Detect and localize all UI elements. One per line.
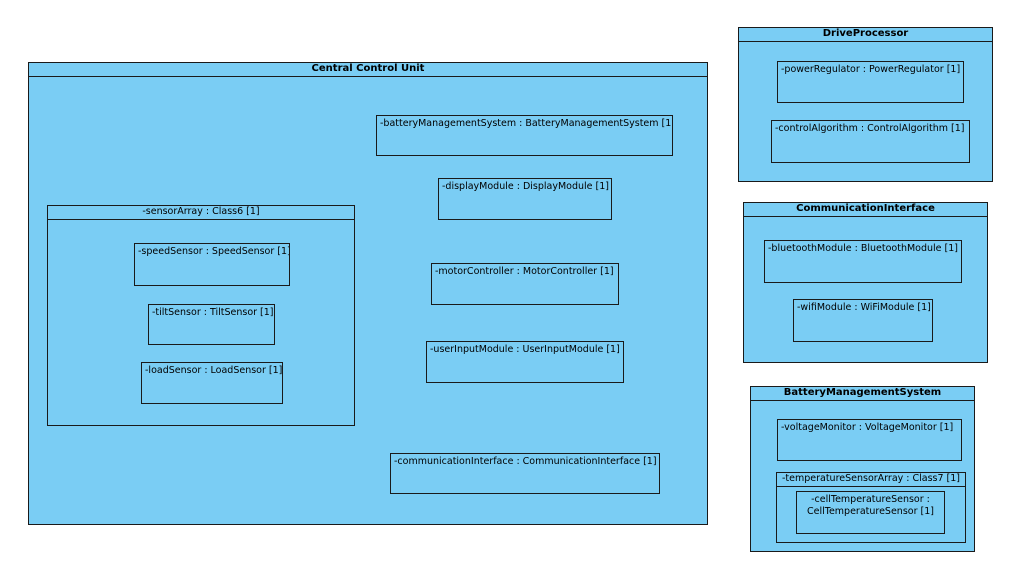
temperature-sensor-array-title: -temperatureSensorArray : Class7 [1] [777, 473, 965, 487]
battery-management-system-part[interactable]: -batteryManagementSystem : BatteryManage… [376, 115, 673, 156]
communication-interface-title: CommunicationInterface [744, 203, 987, 217]
cell-temperature-sensor-part[interactable]: -cellTemperatureSensor : CellTemperature… [796, 491, 945, 534]
sensor-array-title: -sensorArray : Class6 [1] [48, 206, 354, 220]
power-regulator-part[interactable]: -powerRegulator : PowerRegulator [1] [777, 61, 964, 103]
user-input-module-part[interactable]: -userInputModule : UserInputModule [1] [426, 341, 624, 383]
voltage-monitor-part[interactable]: -voltageMonitor : VoltageMonitor [1] [777, 419, 962, 461]
communication-interface-part[interactable]: -communicationInterface : CommunicationI… [390, 453, 660, 494]
load-sensor-part[interactable]: -loadSensor : LoadSensor [1] [141, 362, 283, 404]
motor-controller-part[interactable]: -motorController : MotorController [1] [431, 263, 619, 305]
drive-processor-title: DriveProcessor [739, 28, 992, 42]
tilt-sensor-part[interactable]: -tiltSensor : TiltSensor [1] [148, 304, 275, 345]
speed-sensor-part[interactable]: -speedSensor : SpeedSensor [1] [134, 243, 290, 286]
battery-management-system-title: BatteryManagementSystem [751, 387, 974, 401]
control-algorithm-part[interactable]: -controlAlgorithm : ControlAlgorithm [1] [771, 120, 970, 163]
central-control-unit-title: Central Control Unit [29, 63, 707, 77]
bluetooth-module-part[interactable]: -bluetoothModule : BluetoothModule [1] [764, 240, 962, 283]
wifi-module-part[interactable]: -wifiModule : WiFiModule [1] [793, 299, 933, 342]
display-module-part[interactable]: -displayModule : DisplayModule [1] [438, 178, 612, 220]
